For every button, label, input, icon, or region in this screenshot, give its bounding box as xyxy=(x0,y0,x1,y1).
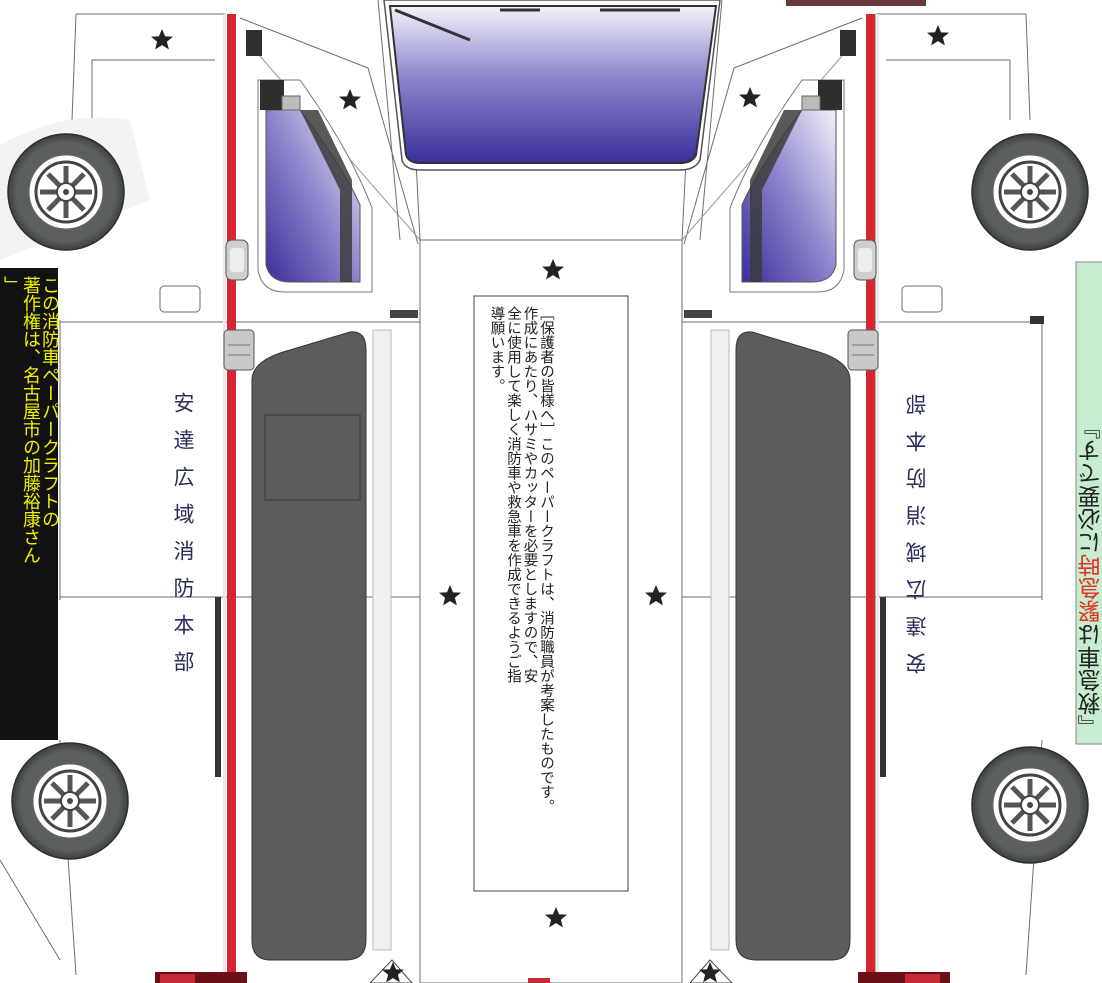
copyright-line-3: 」 xyxy=(2,276,22,294)
notice-heading: ［保護者の皆様へ］ xyxy=(538,306,554,437)
slogan-suffix: に必要です』 xyxy=(1079,416,1102,554)
right-side-window xyxy=(729,79,845,293)
slogan-label-bg xyxy=(1075,261,1102,745)
door-handle-icon xyxy=(847,329,879,371)
star-icon xyxy=(439,585,461,606)
wheel-icon xyxy=(972,747,1088,863)
wheel-icon xyxy=(12,743,128,859)
side-mirror-icon xyxy=(853,239,877,281)
copyright-line-2: 著作権は、名古屋市の加藤裕康さん xyxy=(20,276,41,564)
windshield xyxy=(383,0,721,171)
left-door-panel xyxy=(251,331,367,961)
wheel-icon xyxy=(972,134,1088,250)
left-side-window xyxy=(257,79,373,293)
right-department-name: 安達広域消防本部 xyxy=(905,378,929,674)
star-icon xyxy=(151,29,173,50)
left-red-stripe xyxy=(227,14,236,983)
star-icon xyxy=(542,259,564,280)
notice-box xyxy=(473,295,629,892)
left-department-name: 安達広域消防本部 xyxy=(171,392,195,688)
notice-body: このペーパークラフトは、消防職員が考案したものです。 作成にあたり、ハサミやカッ… xyxy=(488,306,555,814)
slogan: 『救急車は緊急時に必要です』 xyxy=(1078,268,1102,738)
star-icon xyxy=(739,87,761,108)
right-door-panel xyxy=(735,331,851,961)
side-mirror-icon xyxy=(225,239,249,281)
slogan-prefix: 『救急車は xyxy=(1079,623,1102,738)
star-icon xyxy=(927,25,949,46)
door-handle-icon xyxy=(223,329,255,371)
notice-text: ［保護者の皆様へ］このペーパークラフトは、消防職員が考案したものです。 作成にあ… xyxy=(488,306,555,881)
copyright-line-1: この消防車ペーパークラフトの xyxy=(39,276,59,528)
slogan-emphasis: 緊急時 xyxy=(1079,554,1102,623)
copyright-note: この消防車ペーパークラフトの 著作権は、名古屋市の加藤裕康さん 」 xyxy=(2,276,59,736)
copyright-label-bg xyxy=(0,268,58,740)
right-red-stripe xyxy=(866,14,875,983)
left-wiper-mark xyxy=(246,30,262,56)
star-icon xyxy=(339,89,361,110)
wheel-icon xyxy=(8,134,124,250)
star-icon xyxy=(545,907,567,928)
star-icon xyxy=(645,585,667,606)
